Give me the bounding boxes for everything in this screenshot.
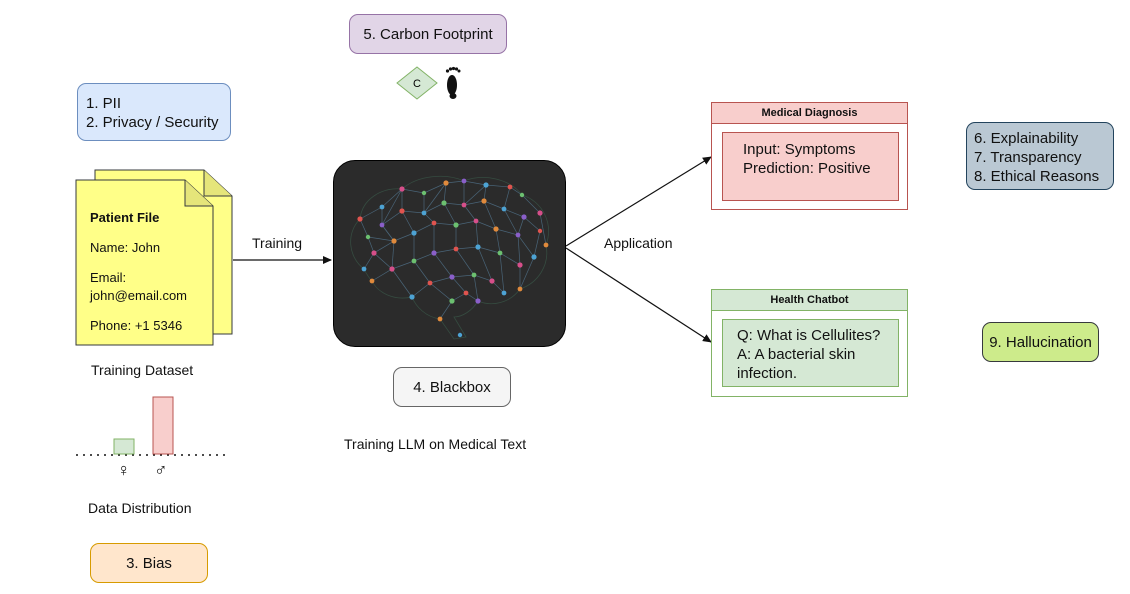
privacy-label: 2. Privacy / Security bbox=[86, 114, 219, 131]
pii-label: 1. PII bbox=[86, 95, 122, 112]
training-llm-label: Training LLM on Medical Text bbox=[344, 436, 527, 452]
hallucination-label: 9. Hallucination bbox=[989, 333, 1092, 351]
medical-diagnosis-title: Medical Diagnosis bbox=[761, 107, 858, 119]
pii-privacy-tag: 1. PII 2. Privacy / Security bbox=[77, 83, 231, 141]
neural-brain-icon bbox=[350, 176, 549, 340]
patient-file-icon bbox=[75, 169, 233, 346]
diagnosis-arrow bbox=[565, 156, 712, 247]
health-chatbot-title: Health Chatbot bbox=[770, 294, 849, 306]
transparency-label: 7. Transparency bbox=[974, 149, 1082, 166]
bias-tag: 3. Bias bbox=[90, 543, 208, 583]
medical-diagnosis-header: Medical Diagnosis bbox=[712, 103, 907, 124]
chatbot-question: Q: What is Cellulites? bbox=[737, 327, 881, 344]
chatbot-output-box: Q: What is Cellulites? A: A bacterial sk… bbox=[722, 319, 899, 387]
chatbot-answer-line2: infection. bbox=[737, 365, 798, 382]
diagnosis-prediction: Prediction: Positive bbox=[743, 160, 871, 177]
chatbot-arrow bbox=[565, 247, 712, 343]
application-arrow-label: Application bbox=[604, 235, 673, 251]
bias-label: 3. Bias bbox=[126, 554, 172, 572]
blackbox-tag: 4. Blackbox bbox=[393, 367, 511, 407]
medical-diagnosis-panel: Medical Diagnosis Input: Symptoms Predic… bbox=[711, 102, 908, 210]
diagnosis-input: Input: Symptoms bbox=[743, 141, 856, 158]
male-symbol: ♂ bbox=[154, 460, 168, 480]
female-bar bbox=[113, 438, 135, 455]
diagnosis-output-box: Input: Symptoms Prediction: Positive bbox=[722, 132, 899, 201]
carbon-badge-text: C bbox=[413, 78, 421, 90]
data-distribution-chart bbox=[76, 396, 228, 456]
carbon-icons: C bbox=[396, 66, 461, 100]
explainability-label: 6. Explainability bbox=[974, 130, 1079, 147]
footprint-icon bbox=[445, 66, 461, 99]
llm-brain-panel bbox=[333, 160, 566, 347]
female-symbol: ♀ bbox=[117, 460, 131, 480]
training-dataset-label: Training Dataset bbox=[91, 362, 194, 378]
training-arrow-label: Training bbox=[252, 235, 303, 251]
male-bar bbox=[152, 396, 174, 455]
ethical-label: 8. Ethical Reasons bbox=[974, 168, 1100, 185]
explainability-tag: 6. Explainability 7. Transparency 8. Eth… bbox=[966, 122, 1114, 190]
patient-file-title: Patient File bbox=[90, 210, 160, 225]
hallucination-tag: 9. Hallucination bbox=[982, 322, 1099, 362]
carbon-footprint-tag: 5. Carbon Footprint bbox=[349, 14, 507, 54]
health-chatbot-header: Health Chatbot bbox=[712, 290, 907, 311]
chatbot-answer-line1: A: A bacterial skin bbox=[737, 346, 856, 363]
carbon-footprint-label: 5. Carbon Footprint bbox=[363, 25, 493, 43]
data-distribution-label: Data Distribution bbox=[88, 500, 192, 516]
carbon-diamond-icon bbox=[396, 66, 438, 100]
patient-email-value: john@email.com bbox=[90, 288, 188, 303]
patient-name: Name: John bbox=[90, 240, 161, 255]
health-chatbot-panel: Health Chatbot Q: What is Cellulites? A:… bbox=[711, 289, 908, 397]
patient-phone: Phone: +1 5346 bbox=[90, 318, 183, 333]
blackbox-label: 4. Blackbox bbox=[413, 378, 491, 396]
patient-email-label: Email: bbox=[90, 270, 127, 285]
